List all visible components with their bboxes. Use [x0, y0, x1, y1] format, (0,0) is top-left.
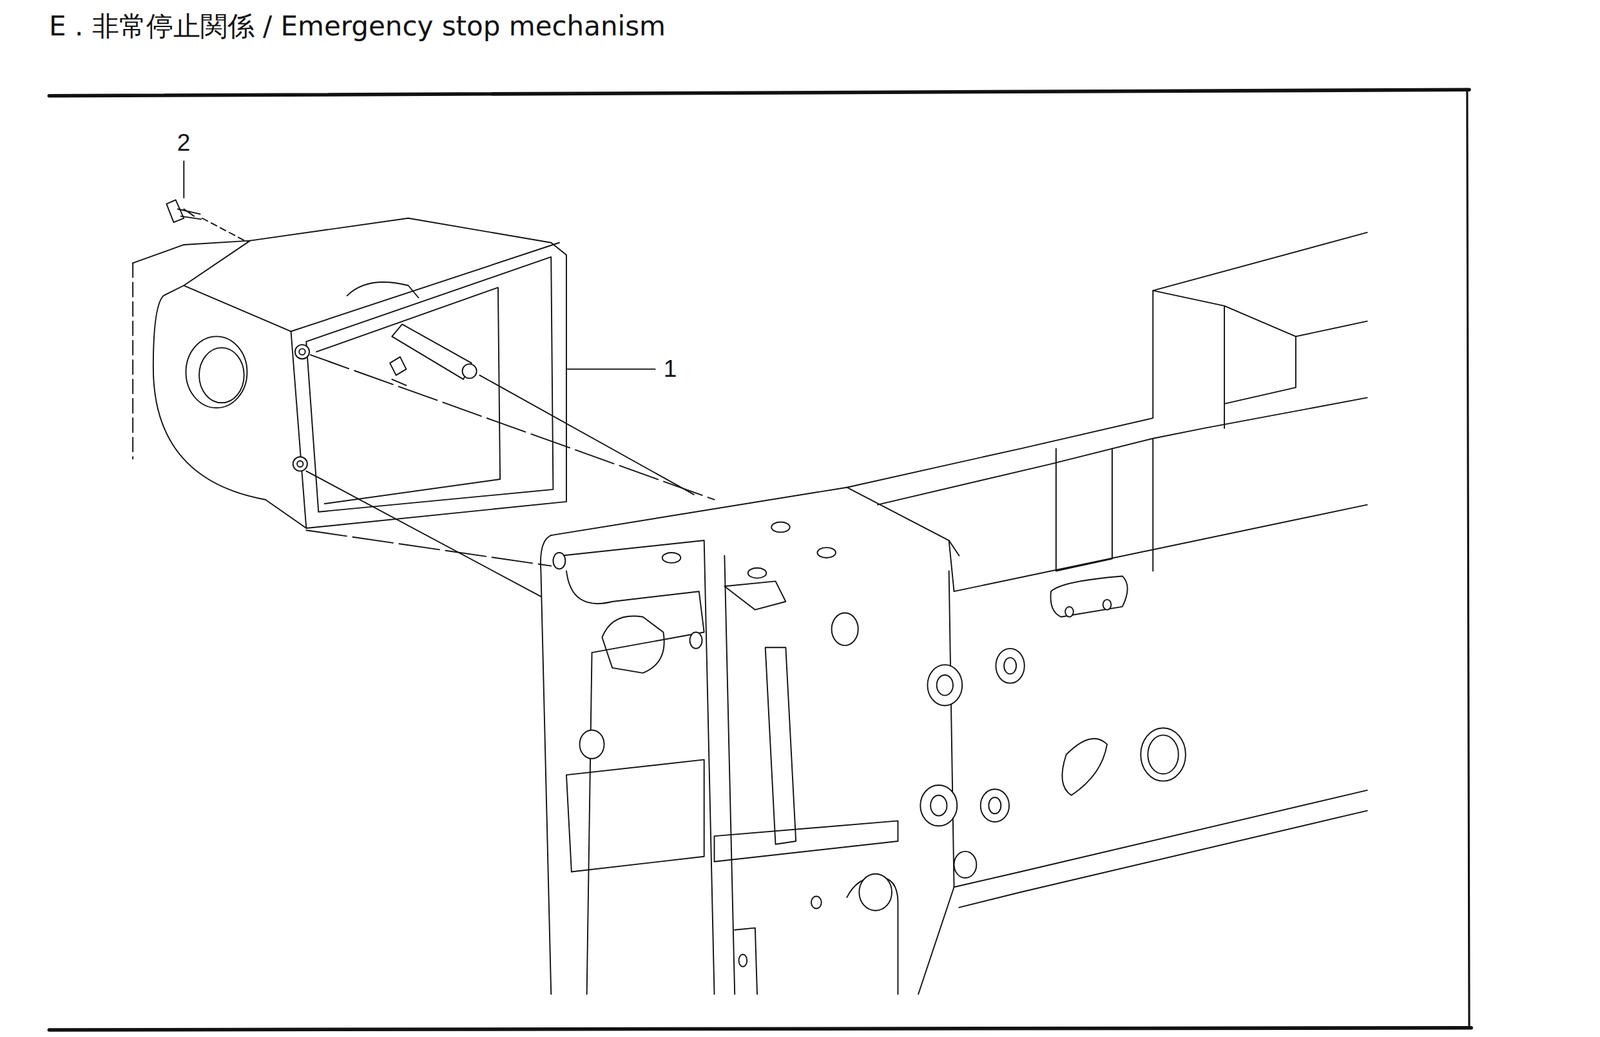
housing	[132, 218, 567, 529]
machine-frame	[540, 232, 1368, 995]
leader-line	[183, 161, 185, 198]
frame-top	[48, 89, 1470, 96]
screw	[166, 199, 202, 223]
diagram-title: E . 非常停止関係 / Emergency stop mechanism	[48, 11, 666, 42]
assembly-line	[306, 355, 714, 597]
callout-number: 1	[661, 356, 680, 383]
callout-number: 2	[174, 130, 194, 157]
frame-right	[1467, 89, 1470, 1028]
frame-holes	[552, 522, 1186, 968]
leader-line	[567, 368, 656, 370]
frame-bottom	[48, 1028, 1472, 1031]
